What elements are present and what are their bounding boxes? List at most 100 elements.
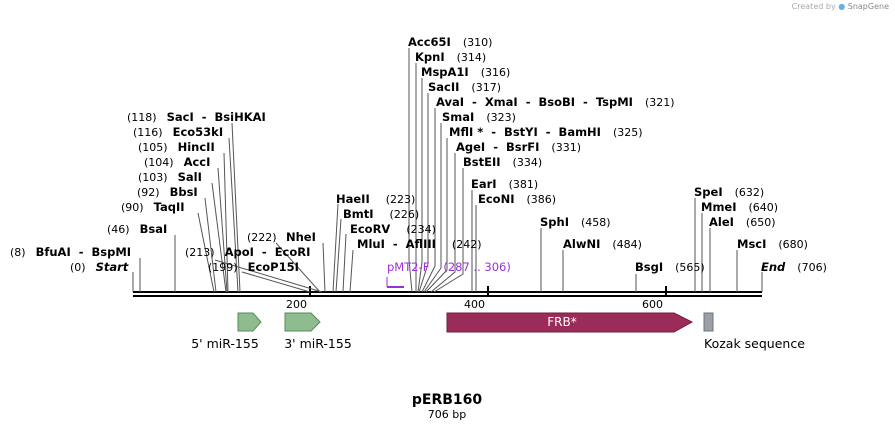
site-position: (706) [797, 261, 827, 274]
site-position: (334) [513, 156, 543, 169]
site-name: BfuAI - BspMI [36, 245, 132, 259]
feature-3-mir-155[interactable]: 3' miR-155 [284, 312, 352, 351]
site-end[interactable]: End (706) [761, 260, 827, 274]
feature-kozak[interactable]: Kozak sequence [703, 312, 805, 351]
site-position: (331) [551, 141, 581, 154]
site-name: End [761, 260, 786, 274]
site-name: EcoRV [350, 222, 390, 236]
svg-text:(90)TaqII: (90) TaqII [121, 200, 185, 214]
svg-text:(199)EcoP15I: (199) EcoP15I [208, 260, 299, 274]
site-position: (118) [127, 111, 157, 124]
primer-pmt2-f[interactable]: pMT2-F (287 .. 306) [386, 260, 511, 288]
svg-text:MflI * - BstYI - BamHI(325: MflI * - BstYI - BamHI (325) [449, 125, 643, 139]
site-alwni[interactable]: AlwNI(484) [563, 237, 642, 251]
svg-text:HaeII(223): HaeII(223) [336, 192, 415, 206]
site-kpni[interactable]: KpnI(314) [415, 50, 486, 64]
site-mspa1i[interactable]: MspA1I(316) [421, 65, 510, 79]
site-agei[interactable]: AgeI - BsrFI(331) [456, 140, 581, 154]
svg-text:AlwNI(484): AlwNI(484) [563, 237, 642, 251]
tick-label: 600 [642, 298, 663, 311]
snapgene-logo-icon: ● [838, 2, 846, 11]
site-222[interactable]: (222) [247, 231, 277, 244]
site-sacii[interactable]: SacII(317) [428, 80, 501, 94]
site-position: (316) [481, 66, 511, 79]
site-bfuai[interactable]: (8)BfuAI - BspMI [10, 245, 131, 259]
site-acci[interactable]: (104)AccI [144, 155, 210, 169]
svg-text:(213)ApoI - EcoRI: (213)ApoI - EcoRI [185, 245, 310, 259]
site-name: EcoP15I [248, 260, 299, 274]
site-bsgi[interactable]: BsgI(565) [635, 260, 705, 274]
svg-text:SacII(317): SacII(317) [428, 80, 501, 94]
feature-frb[interactable]: FRB* [446, 312, 694, 333]
site-name: Eco53kI [173, 125, 224, 139]
site-name: ApoI - EcoRI [225, 245, 311, 259]
site-name: MflI * - BstYI - BamHI [449, 125, 601, 139]
site-position: (242) [452, 238, 482, 251]
svg-text:AleI(650): AleI(650) [709, 215, 776, 229]
site-mlui[interactable]: MluI - AflIII(242) [357, 237, 482, 251]
feature-5-mir-155[interactable]: 5' miR-155 [191, 312, 262, 351]
primer-name: pMT2-F [387, 260, 429, 274]
svg-text:Acc65I(310): Acc65I(310) [408, 35, 492, 49]
site-hincii[interactable]: (105) HincII [138, 140, 215, 154]
site-name: HincII [178, 140, 215, 154]
site-position: (323) [486, 111, 516, 124]
site-haeii[interactable]: HaeII(223) [336, 192, 415, 206]
site-start[interactable]: (0)Start [70, 260, 129, 274]
svg-text:MscI(680): MscI(680) [737, 237, 808, 251]
site-ecorv[interactable]: EcoRV(234) [350, 222, 436, 236]
svg-text:EarI(381): EarI (381) [471, 177, 538, 191]
site-connectors [132, 48, 763, 293]
site-ecop15i[interactable]: (199) EcoP15I [208, 260, 299, 274]
site-position: (325) [613, 126, 643, 139]
site-position: (310) [463, 36, 493, 49]
site-alei[interactable]: AleI(650) [709, 215, 776, 229]
site-mmei[interactable]: MmeI(640) [701, 200, 778, 214]
site-position: (90) [121, 201, 144, 214]
site-name: EarI [471, 177, 497, 191]
svg-text:SphI(458): SphI(458) [540, 215, 611, 229]
credit-prefix: Created by [791, 2, 836, 11]
site-sali[interactable]: (103) SalI [138, 170, 202, 184]
svg-text:NheI: NheI [286, 230, 316, 244]
site-position: (199) [208, 261, 238, 274]
site-name: SacII [428, 80, 459, 94]
site-mfli[interactable]: MflI * - BstYI - BamHI (325) [449, 125, 643, 139]
site-position: (314) [457, 51, 487, 64]
site-position: (105) [138, 141, 168, 154]
site-position: (46) [107, 223, 130, 236]
site-smai[interactable]: SmaI (323) [442, 110, 516, 124]
site-taqii[interactable]: (90) TaqII [121, 200, 185, 214]
site-msci[interactable]: MscI(680) [737, 237, 808, 251]
site-name: TaqII [154, 200, 185, 214]
site-eari[interactable]: EarI (381) [471, 177, 538, 191]
site-acc65i[interactable]: Acc65I(310) [408, 35, 492, 49]
site-sphi[interactable]: SphI(458) [540, 215, 611, 229]
site-bsai[interactable]: (46)BsaI [107, 222, 167, 236]
site-position: (680) [778, 238, 808, 251]
snapgene-credit: Created by ● SnapGene [792, 2, 889, 11]
tick-label: 400 [464, 298, 485, 311]
site-spei[interactable]: SpeI(632) [694, 185, 764, 199]
feature-label: 3' miR-155 [284, 336, 352, 351]
site-apoi[interactable]: (213)ApoI - EcoRI [185, 245, 310, 259]
site-name: SmaI [442, 110, 474, 124]
site-name: SalI [178, 170, 202, 184]
site-saci[interactable]: (118)SacI - BsiHKAI [127, 110, 266, 124]
site-name: EcoNI [478, 192, 514, 206]
site-position: (103) [138, 171, 168, 184]
site-bmti[interactable]: BmtI(226) [343, 207, 419, 221]
svg-text:(46)BsaI: (46)BsaI [107, 222, 167, 236]
site-eco53ki[interactable]: (116)Eco53kI [133, 125, 223, 139]
site-bbsi[interactable]: (92)BbsI [137, 185, 198, 199]
site-name: NheI [286, 230, 316, 244]
svg-text:SmaI(323): SmaI (323) [442, 110, 516, 124]
primer-range: (287 .. 306) [443, 260, 511, 274]
svg-text:AvaI - XmaI - BsoBI - Ts: AvaI - XmaI - BsoBI - TspMI(321) [436, 95, 675, 109]
site-avai[interactable]: AvaI - XmaI - BsoBI - TspMI(321) [436, 95, 675, 109]
site-position: (381) [509, 178, 539, 191]
site-nhei[interactable]: NheI [286, 230, 316, 244]
site-bsteii[interactable]: BstEII(334) [463, 155, 542, 169]
site-econi[interactable]: EcoNI(386) [478, 192, 556, 206]
